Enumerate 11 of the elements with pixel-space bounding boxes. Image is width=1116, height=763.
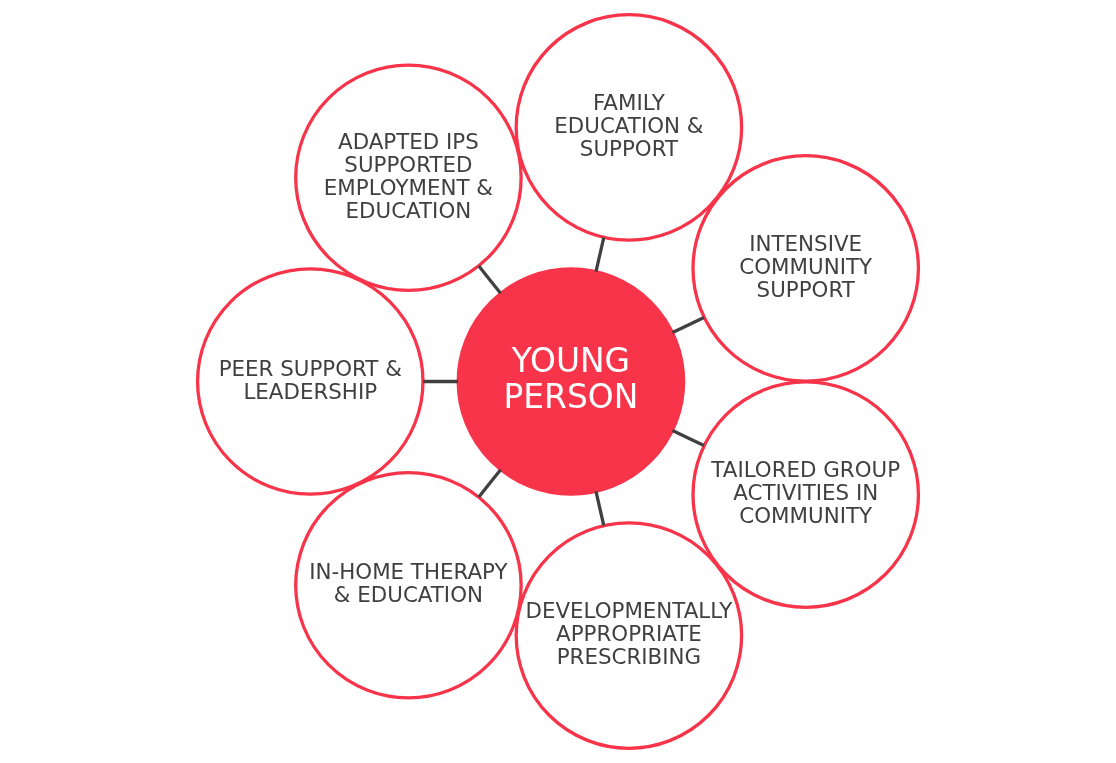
node-circle: DEVELOPMENTALLY APPROPRIATE PRESCRIBING (514, 521, 744, 750)
connector (477, 468, 502, 498)
connector (477, 265, 502, 295)
connector (594, 491, 606, 526)
node-circle: FAMILY EDUCATION & SUPPORT (514, 13, 744, 242)
connector (671, 315, 705, 335)
connector (671, 428, 705, 448)
node-circle: INTENSIVE COMMUNITY SUPPORT (691, 154, 921, 383)
connector (423, 379, 459, 384)
node-circle: PEER SUPPORT & LEADERSHIP (195, 267, 425, 496)
connector (594, 237, 606, 272)
